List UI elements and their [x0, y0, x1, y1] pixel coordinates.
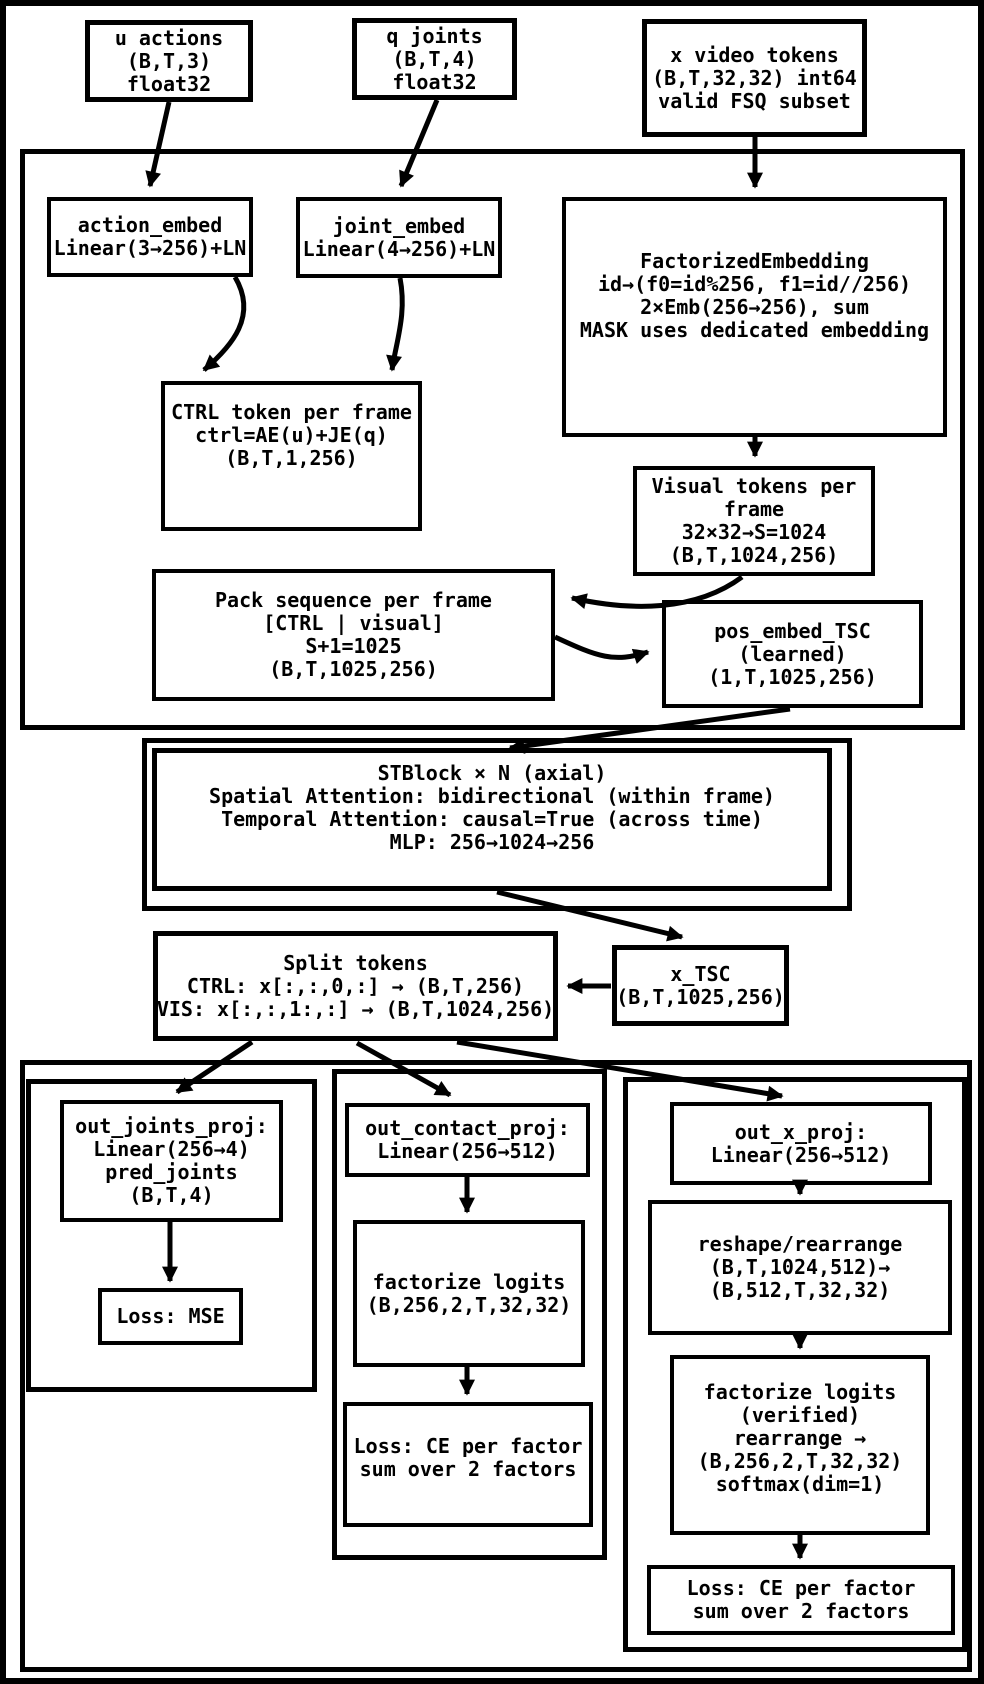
node-text-line: q joints	[386, 23, 483, 48]
node-text-line: (B,T,1025,256)	[616, 984, 785, 1009]
video-head-frame	[623, 1077, 967, 1652]
node-text-line: factorize logits	[703, 1379, 897, 1404]
node-text-line: frame	[723, 497, 785, 521]
out-joints-proj-node: out_joints_proj: Linear(256→4) pred_join…	[60, 1100, 283, 1222]
node-text-line: reshape/rearrange	[697, 1232, 903, 1256]
node-text-line: pos_embed_TSC	[714, 618, 871, 643]
node-text-line: rearrange →	[733, 1425, 867, 1450]
node-text-line: Loss: CE per factor	[686, 1576, 916, 1600]
loss-ce-x-node: Loss: CE per factor sum over 2 factors	[647, 1565, 955, 1635]
node-text-line: (B,T,1,256)	[225, 445, 358, 470]
node-text-line: Loss: CE per factor	[353, 1433, 583, 1458]
node-text-line: out_x_proj:	[734, 1119, 868, 1144]
node-text-line: Linear(256→512)	[377, 1139, 558, 1163]
node-text-line: float32	[392, 69, 477, 94]
node-text-line: Linear(4→256)+LN	[302, 236, 496, 261]
factorized-embedding-node: FactorizedEmbedding id→(f0=id%256, f1=id…	[562, 197, 947, 437]
node-text-line: (B,T,1025,256)	[269, 657, 438, 681]
loss-ce-contact-node: Loss: CE per factor sum over 2 factors	[343, 1402, 593, 1527]
node-text-line: (1,T,1025,256)	[708, 664, 877, 689]
embedding-stage-frame	[20, 149, 965, 730]
node-text-line: ctrl=AE(u)+JE(q)	[195, 422, 388, 447]
node-text-line: Spatial Attention: bidirectional (within…	[209, 783, 775, 808]
u-actions-node: u actions (B,T,3) float32	[85, 20, 253, 102]
node-text-line: VIS: x[:,:,1:,:] → (B,T,1024,256)	[156, 996, 555, 1021]
node-text-line: (B,T,1024,256)	[669, 543, 839, 567]
node-text-line: [CTRL | visual]	[263, 611, 444, 635]
node-text-line: Linear(3→256)+LN	[53, 236, 247, 260]
node-text-line: x_TSC	[670, 961, 731, 986]
node-text-line: out_contact_proj:	[365, 1116, 570, 1140]
stblock-node: STBlock × N (axial) Spatial Attention: b…	[152, 748, 832, 891]
q-joints-node: q joints (B,T,4) float32	[352, 18, 517, 100]
loss-mse-node: Loss: MSE	[98, 1288, 243, 1345]
node-text-line: Linear(256→4)	[93, 1137, 250, 1161]
out-contact-proj-node: out_contact_proj: Linear(256→512)	[345, 1103, 590, 1177]
out-x-proj-node: out_x_proj: Linear(256→512)	[670, 1102, 932, 1185]
node-text-line: 2×Emb(256→256), sum	[640, 295, 869, 319]
node-text-line: (B,T,32,32) int64	[652, 65, 857, 90]
factorize-logits-contact-node: factorize logits (B,256,2,T,32,32)	[353, 1220, 585, 1367]
node-text-line: (B,512,T,32,32)	[709, 1278, 891, 1302]
node-text-line: id→(f0=id%256, f1=id//256)	[597, 272, 912, 296]
node-text-line: sum over 2 factors	[359, 1456, 577, 1481]
x-tsc-node: x_TSC (B,T,1025,256)	[612, 945, 789, 1026]
visual-tokens-node: Visual tokens per frame 32×32→S=1024 (B,…	[633, 466, 875, 576]
node-text-line: Temporal Attention: causal=True (across …	[221, 806, 763, 831]
node-text-line: sum over 2 factors	[692, 1599, 910, 1623]
node-text-line: (B,T,3)	[126, 48, 212, 73]
ctrl-token-node: CTRL token per frame ctrl=AE(u)+JE(q) (B…	[161, 381, 422, 531]
factorize-logits-x-node: factorize logits (verified) rearrange → …	[670, 1355, 930, 1535]
node-text-line: (verified)	[739, 1402, 861, 1427]
node-text-line: MASK uses dedicated embedding	[579, 318, 930, 342]
node-text-line: FactorizedEmbedding	[640, 249, 869, 273]
joints-head-frame	[26, 1079, 317, 1392]
reshape-rearrange-node: reshape/rearrange (B,T,1024,512)→ (B,512…	[648, 1200, 952, 1335]
node-text-line: x video tokens	[670, 42, 839, 67]
node-text-line: pred_joints	[105, 1160, 238, 1184]
node-text-line: action_embed	[77, 213, 223, 237]
node-text-line: u actions	[114, 25, 224, 50]
node-text-line: (B,256,2,T,32,32)	[366, 1292, 572, 1317]
node-text-line: CTRL token per frame	[171, 399, 412, 424]
node-text-line: (B,T,4)	[129, 1183, 214, 1207]
node-text-line: S+1=1025	[305, 634, 402, 658]
pos-embed-tsc-node: pos_embed_TSC (learned) (1,T,1025,256)	[662, 600, 923, 708]
node-text-line: Split tokens	[283, 950, 428, 975]
action-embed-node: action_embed Linear(3→256)+LN	[47, 197, 253, 277]
node-text-line: 32×32→S=1024	[681, 520, 827, 544]
node-text-line: joint_embed	[332, 213, 466, 238]
node-text-line: float32	[126, 71, 212, 96]
node-text-line: valid FSQ subset	[658, 88, 851, 113]
joint-embed-node: joint_embed Linear(4→256)+LN	[296, 197, 502, 278]
node-text-line: softmax(dim=1)	[715, 1471, 885, 1496]
node-text-line: (B,T,1024,512)→	[709, 1255, 891, 1279]
node-text-line: Visual tokens per	[651, 474, 857, 498]
node-text-line: STBlock × N (axial)	[377, 760, 607, 785]
node-text-line: factorize logits	[372, 1269, 566, 1294]
node-text-line: MLP: 256→1024→256	[389, 829, 595, 854]
node-text-line: (learned)	[738, 641, 847, 666]
node-text-line: out_joints_proj:	[75, 1114, 268, 1138]
node-text-line: Loss: MSE	[116, 1304, 225, 1328]
x-video-tokens-node: x video tokens (B,T,32,32) int64 valid F…	[642, 19, 867, 137]
node-text-line: Pack sequence per frame	[215, 588, 492, 612]
node-text-line: (B,T,4)	[392, 46, 477, 71]
pack-sequence-node: Pack sequence per frame [CTRL | visual] …	[152, 569, 555, 701]
node-text-line: Linear(256→512)	[710, 1142, 892, 1167]
node-text-line: (B,256,2,T,32,32)	[697, 1448, 903, 1473]
split-tokens-node: Split tokens CTRL: x[:,:,0,:] → (B,T,256…	[153, 931, 558, 1041]
node-text-line: CTRL: x[:,:,0,:] → (B,T,256)	[186, 973, 525, 998]
